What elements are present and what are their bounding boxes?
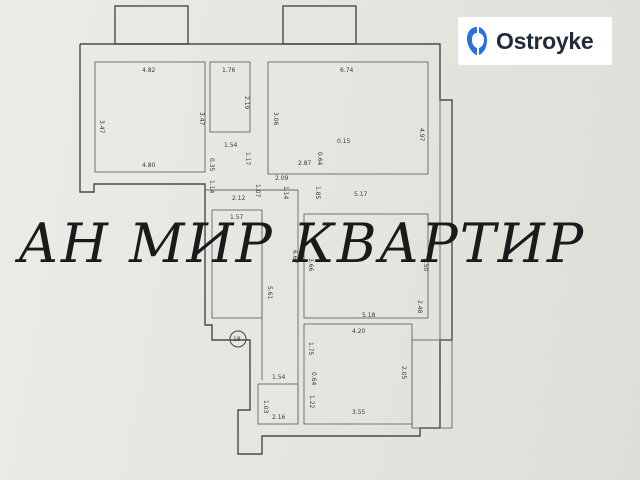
logo-text: Ostroyke [496, 27, 594, 54]
dim-label: 2.87 [298, 160, 312, 167]
dim-label: 1.57 [230, 214, 244, 221]
dim-label: 0.35 [208, 158, 215, 172]
room-1 [94, 61, 206, 173]
balcony-top-left [114, 5, 189, 45]
dim-label: 1.07 [254, 184, 261, 198]
dim-label: 1.54 [224, 142, 238, 149]
room-bedroom [303, 213, 429, 319]
dim-label: 1.03 [262, 400, 269, 414]
dim-label: 0.64 [316, 152, 323, 166]
dim-label: 3.06 [272, 112, 279, 126]
dim-label: 3.55 [352, 409, 366, 416]
balcony-right [411, 339, 453, 429]
room-wc [209, 61, 251, 133]
outer-wall [79, 43, 453, 455]
dim-label: 6.67 [291, 250, 298, 264]
dim-label: 3.47 [98, 120, 105, 134]
dim-label: 2.16 [272, 414, 286, 421]
dim-label: 5.61 [266, 286, 273, 300]
dim-label: 2.19 [243, 96, 250, 110]
dim-label: 1.85 [314, 186, 321, 200]
dim-label: 5.18 [362, 312, 376, 319]
dim-label: 5.17 [354, 191, 368, 198]
dim-label: 1.22 [308, 395, 315, 409]
balcony-top-right [282, 5, 357, 45]
dim-label: 0.15 [337, 138, 351, 145]
dim-label: 3.50 [422, 258, 429, 272]
dim-label: 1.75 [307, 342, 314, 356]
dim-label: 4.82 [142, 67, 156, 74]
ostroyke-logo[interactable]: Ostroyke [458, 17, 612, 65]
dim-label: 1.14 [282, 186, 289, 200]
dim-label: 4.20 [352, 328, 366, 335]
dim-label: 1.17 [244, 152, 251, 166]
dim-label: 3.66 [307, 258, 314, 272]
watermark-text: АН МИР КВАРТИР [14, 212, 585, 275]
dim-label: 6.74 [340, 67, 354, 74]
dim-label: 2.05 [400, 366, 407, 380]
dim-label: 3.47 [198, 112, 205, 126]
room-living [267, 61, 429, 175]
dim-label: 2.09 [275, 175, 289, 182]
dim-label: 4.97 [418, 128, 425, 142]
ostroyke-logo-icon [467, 27, 487, 55]
dim-label: 1.14 [208, 180, 215, 194]
dim-label: 2.12 [232, 195, 246, 202]
dim-label: 0.64 [310, 372, 317, 386]
apartment-number-circle [229, 330, 247, 348]
apartment-number: 18 [233, 336, 241, 343]
dim-label: 1.76 [222, 67, 236, 74]
dim-label: 4.80 [142, 162, 156, 169]
dim-label: 2.48 [416, 300, 423, 314]
dim-label: 1.54 [272, 374, 286, 381]
